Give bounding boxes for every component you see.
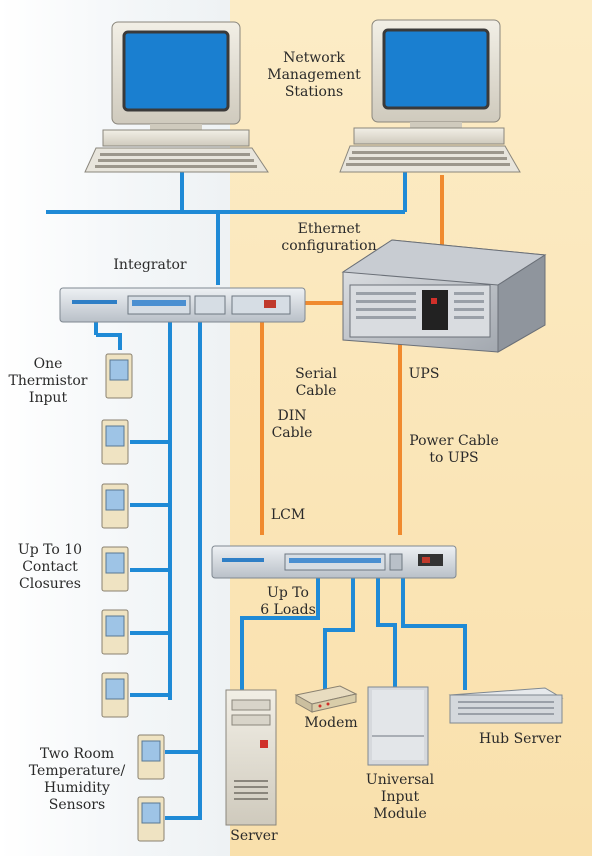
din-label: DIN Cable bbox=[271, 408, 313, 441]
server-label: Server bbox=[230, 828, 278, 844]
computer-icon bbox=[339, 19, 521, 173]
uim-label: Universal Input Module bbox=[365, 772, 435, 822]
server-icon bbox=[225, 689, 277, 826]
stations-label: Network Management Stations bbox=[267, 50, 361, 100]
ups-label: UPS bbox=[408, 366, 440, 382]
contact-label: Up To 10 Contact Closures bbox=[17, 542, 83, 592]
hub-label: Hub Server bbox=[478, 731, 562, 747]
server-wire bbox=[240, 578, 320, 690]
sensor-icon bbox=[105, 353, 133, 399]
serial-label: Serial Cable bbox=[295, 366, 337, 399]
loads-label: Up To 6 Loads bbox=[260, 585, 316, 618]
ethernet-label: Ethernet configuration bbox=[281, 221, 377, 254]
sensor-icon bbox=[101, 609, 129, 655]
sensor-icon bbox=[101, 419, 129, 465]
thermistor-wire bbox=[96, 333, 122, 350]
computer-icon bbox=[84, 21, 269, 173]
sensor-icon bbox=[101, 483, 129, 529]
modem-label: Modem bbox=[304, 715, 358, 731]
sensors-label: Two Room Temperature/ Humidity Sensors bbox=[28, 746, 126, 813]
sensor-icon bbox=[101, 672, 129, 718]
thermistor-label: One Thermistor Input bbox=[8, 356, 88, 406]
modem-wire bbox=[323, 578, 355, 690]
uim-icon bbox=[367, 686, 429, 766]
integrator-label: Integrator bbox=[113, 257, 187, 273]
power-label: Power Cable to UPS bbox=[409, 433, 499, 466]
modem-icon bbox=[294, 685, 358, 713]
sensor-icon bbox=[101, 546, 129, 592]
uim-wire bbox=[376, 578, 397, 690]
orange-cables bbox=[260, 175, 444, 535]
lcm-rack-icon bbox=[211, 545, 457, 579]
integrator-rack-icon bbox=[59, 287, 306, 323]
ups-icon bbox=[341, 239, 547, 353]
blue-cables bbox=[46, 165, 467, 820]
sensor-icon bbox=[137, 796, 165, 842]
hub-wire bbox=[401, 578, 467, 690]
sensor-icon bbox=[137, 734, 165, 780]
lcm-label: LCM bbox=[270, 507, 306, 523]
sensor-icons bbox=[101, 353, 165, 842]
hub-icon bbox=[448, 687, 564, 724]
